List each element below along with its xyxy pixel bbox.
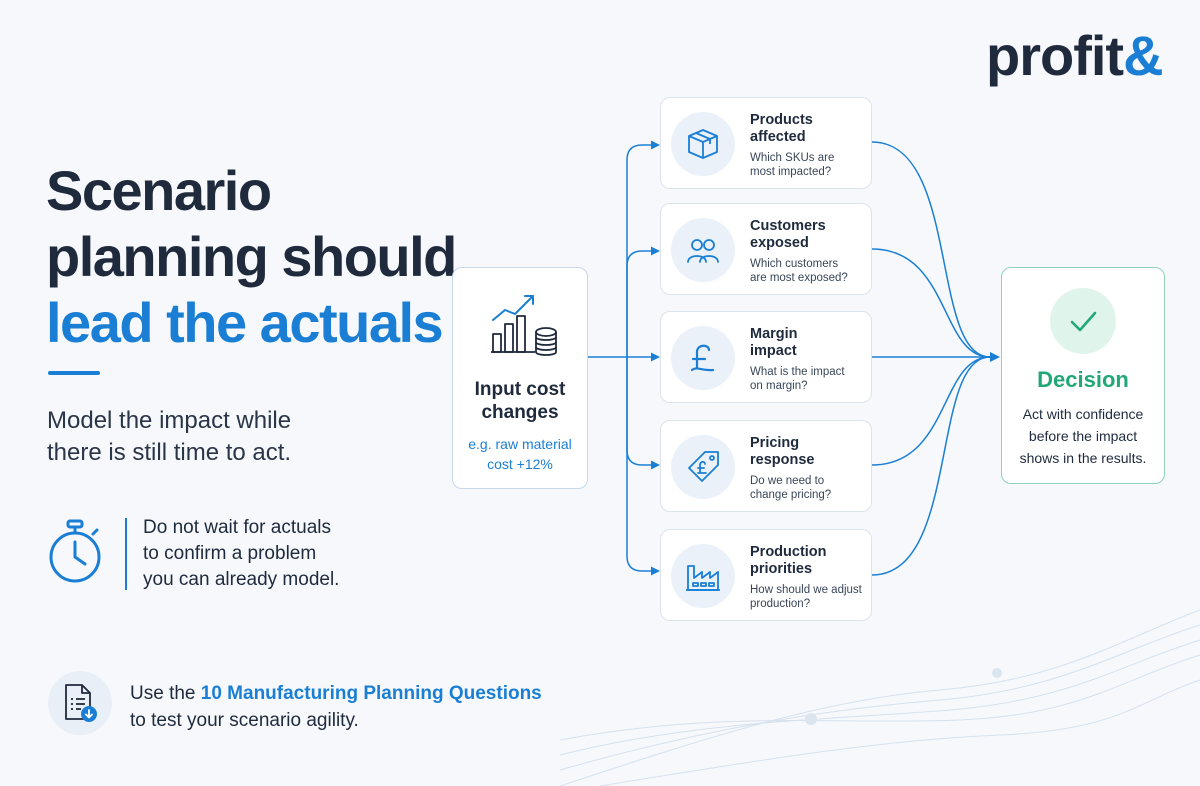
warning-divider (125, 518, 127, 590)
subtitle-line-2: there is still time to act. (47, 439, 292, 466)
brand-name: profit (986, 24, 1124, 87)
node-title-1: Margin (750, 326, 798, 342)
warning-line-2: to confirm a problem (143, 543, 317, 564)
cta-text: Use the 10 Manufacturing Planning Questi… (130, 680, 542, 734)
subtitle: Model the impact while there is still ti… (47, 405, 367, 469)
connector-products-decision (871, 141, 991, 358)
subtitle-line-1: Model the impact while (47, 407, 292, 434)
factory-icon (671, 544, 735, 608)
price-tag-icon (671, 435, 735, 499)
input-title: Input cost changes (453, 378, 587, 424)
node-question: Which SKUs are most impacted? (750, 151, 834, 179)
input-example-1: e.g. raw material (468, 436, 572, 452)
brand-ampersand: & (1123, 24, 1163, 87)
brand-logo: profit& (986, 28, 1164, 84)
decision-card: Decision Act with confidence before the … (1001, 267, 1165, 484)
headline-line-2: planning should (46, 225, 457, 288)
node-title-2: response (750, 452, 815, 468)
node-question-1: Which customers (750, 258, 839, 270)
headline-line-3: lead the actuals (46, 291, 444, 354)
node-question-1: Which SKUs are (750, 152, 835, 164)
headline: Scenario planning should lead the actual… (46, 158, 457, 356)
node-title-1: Production (750, 544, 827, 560)
node-question-1: Do we need to (750, 475, 825, 487)
connector-input-customers (626, 250, 652, 357)
node-question-2: are most exposed? (750, 272, 848, 284)
node-title-1: Products (750, 112, 813, 128)
connector-customers-decision (871, 248, 991, 358)
node-title-2: exposed (750, 235, 809, 251)
node-question-2: on margin? (750, 380, 808, 392)
node-title-2: impact (750, 343, 797, 359)
input-cost-card: Input cost changes e.g. raw material cos… (452, 267, 588, 489)
connector-input-pricing (626, 357, 652, 466)
stopwatch-icon (49, 519, 101, 583)
people-icon (671, 218, 735, 282)
node-title-2: affected (750, 129, 806, 145)
warning-line-1: Do not wait for actuals (143, 517, 331, 538)
cta-link[interactable]: 10 Manufacturing Planning Questions (200, 683, 542, 704)
cta-line-2: to test your scenario agility. (130, 710, 359, 731)
node-question-2: production? (750, 598, 811, 610)
node-question: What is the impact on margin? (750, 365, 845, 393)
headline-underline (48, 371, 100, 375)
node-question-2: most impacted? (750, 166, 832, 178)
warning-line-3: you can already model. (143, 569, 340, 590)
connector-input-production (626, 357, 652, 572)
input-title-1: Input cost (474, 379, 566, 400)
decision-line-1: Act with confidence (1022, 406, 1144, 422)
input-title-2: changes (481, 402, 559, 423)
node-question-1: How should we adjust (750, 584, 862, 596)
pound-icon (671, 326, 735, 390)
node-question: Do we need to change pricing? (750, 474, 831, 502)
decision-description: Act with confidence before the impact sh… (1002, 403, 1164, 469)
decision-line-2: before the impact (1028, 428, 1138, 444)
cta-prefix: Use the (130, 683, 201, 704)
decision-title: Decision (1037, 367, 1129, 392)
node-title-1: Customers (750, 218, 826, 234)
box-icon (671, 112, 735, 176)
chart-coins-icon (491, 295, 557, 356)
connector-production-decision (871, 356, 991, 576)
node-title-1: Pricing (750, 435, 800, 451)
node-question-1: What is the impact (750, 366, 845, 378)
warning-text: Do not wait for actuals to confirm a pro… (143, 515, 339, 593)
input-example-2: cost +12% (487, 456, 553, 472)
node-question: Which customers are most exposed? (750, 257, 848, 285)
document-download-icon[interactable] (48, 671, 112, 735)
decision-line-3: shows in the results. (1019, 450, 1147, 466)
input-example: e.g. raw material cost +12% (453, 434, 587, 474)
node-question-2: change pricing? (750, 489, 832, 501)
connector-input-products (626, 144, 652, 357)
check-icon (1050, 288, 1116, 354)
connector-pricing-decision (871, 356, 991, 466)
node-question: How should we adjust production? (750, 583, 862, 611)
headline-line-1: Scenario (46, 159, 272, 222)
node-title-2: priorities (750, 561, 813, 577)
